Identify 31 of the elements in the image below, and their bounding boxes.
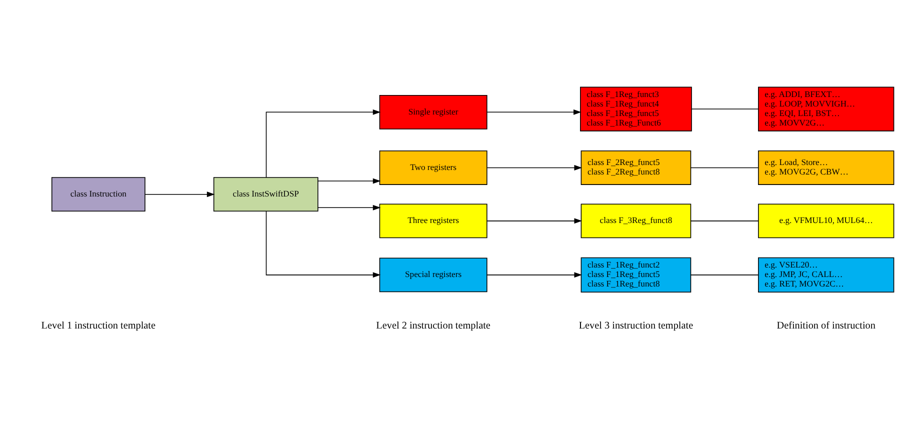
arrow — [486, 218, 582, 224]
arrow — [266, 108, 381, 178]
arrow — [318, 204, 381, 210]
connector — [691, 108, 759, 109]
connector — [690, 274, 759, 275]
node-box: class InstSwiftDSP — [213, 176, 318, 212]
connector — [690, 166, 759, 168]
node-box: Single register — [379, 94, 488, 129]
connector — [690, 220, 759, 221]
arrow — [318, 178, 381, 184]
label: Definition of instruction — [776, 320, 876, 331]
label: Level 2 instruction template — [376, 320, 490, 331]
arrow — [486, 272, 582, 278]
node-box: class F_3Reg_funct8 — [580, 203, 692, 238]
node-box: class F_2Reg_funct5 class F_2Reg_funct8 — [580, 150, 692, 184]
node-box: Two registers — [379, 150, 488, 184]
arrow — [486, 108, 582, 114]
node-box: class F_1Reg_funct2 class F_1Reg_funct5 class F_1Reg_funct8 — [580, 256, 692, 292]
label: Level 3 instruction template — [578, 320, 694, 331]
arrow — [486, 164, 582, 170]
node-box: class F_1Reg_funct3 class F_1Reg_funct4 class F_1Reg_funct5 class F_1Reg_Funct6 — [580, 86, 692, 131]
arrow — [144, 191, 215, 197]
label: Level 1 instruction template — [41, 320, 156, 331]
node-box: Three registers — [379, 203, 488, 238]
node-box: e.g. VSEL20… e.g. JMP, JC, CALL… e.g. RET, MOVG2C… — [758, 256, 894, 292]
node-box: class Instruction — [51, 176, 146, 212]
node-box: e.g. ADDI, BFEXT… e.g. LOOP, MOVVIGH… e.g. EQI, LEI, BST… e.g. MOVV2G… — [758, 86, 894, 131]
node-box: e.g. VFMUL10, MUL64… — [758, 203, 894, 238]
node-box: Special registers — [379, 257, 488, 292]
node-box: e.g. Load, Store… e.g. MOVG2G, CBW… — [758, 150, 894, 184]
arrow — [266, 210, 381, 278]
